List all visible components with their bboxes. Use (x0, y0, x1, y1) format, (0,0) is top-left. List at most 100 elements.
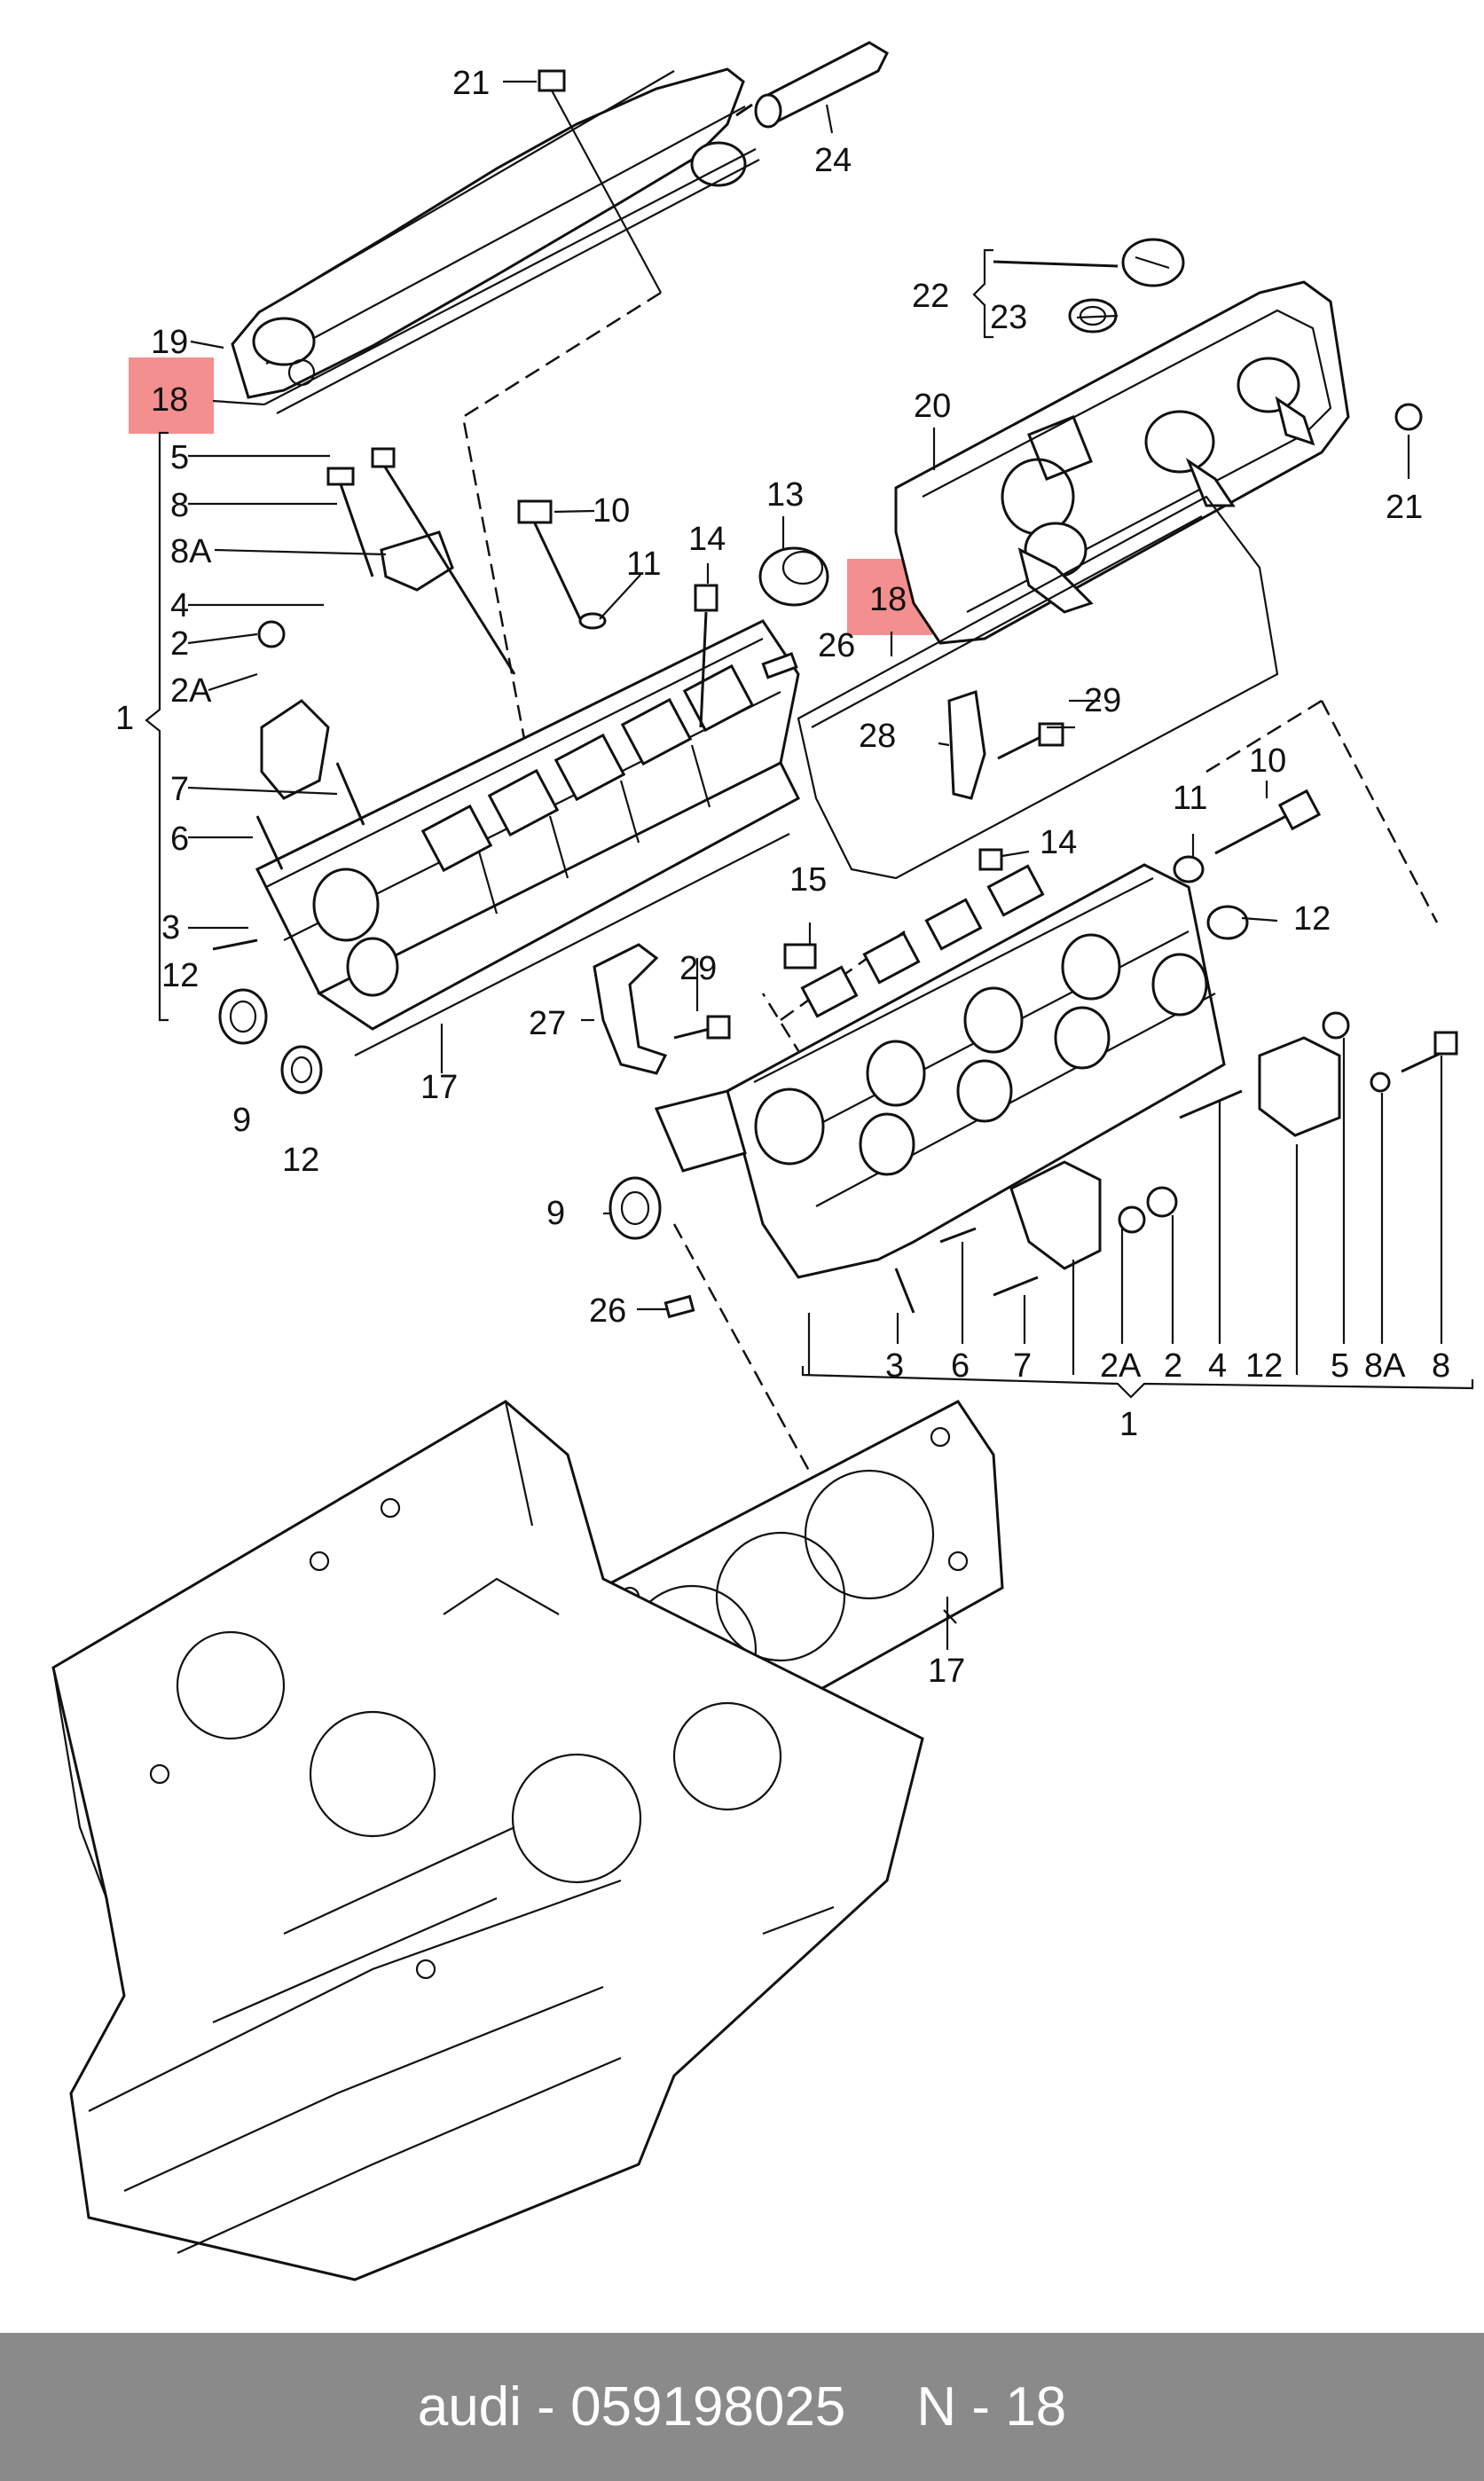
cylinder-head-right (654, 863, 1226, 1279)
nut-21-right (1394, 403, 1423, 431)
reference-number: 18 (1005, 2376, 1067, 2438)
plug-26-lower (663, 1294, 695, 1319)
label-12: 12 (161, 957, 199, 994)
label-18: 18 (869, 581, 907, 618)
label-5: 5 (170, 439, 189, 476)
label-13: 13 (766, 476, 804, 514)
cam-adjuster-13 (758, 546, 829, 607)
cylinder-head-cover-left (231, 67, 747, 399)
bolt-10-right (1214, 789, 1322, 855)
label-14: 14 (688, 521, 726, 558)
label-14: 14 (1040, 824, 1077, 861)
sensor-14-left (694, 584, 718, 612)
guide-line (672, 1223, 831, 1509)
washer-2A (1118, 1205, 1146, 1234)
label-24: 24 (814, 142, 852, 179)
seal-12-left (280, 1045, 323, 1095)
label-7: 7 (1013, 1347, 1032, 1385)
label-8A: 8A (1364, 1347, 1406, 1385)
highlight-18-left (129, 357, 214, 434)
label-18: 18 (151, 381, 188, 419)
label-3: 3 (161, 909, 180, 946)
label-12: 12 (1293, 900, 1331, 938)
washer-11-right (1173, 855, 1205, 883)
bearing-cap-right-1 (1009, 1160, 1102, 1270)
stud-6 (939, 1227, 977, 1244)
label-28: 28 (859, 718, 896, 755)
label-20: 20 (914, 388, 951, 425)
label-10: 10 (593, 492, 630, 530)
bolt-10-left (517, 499, 583, 622)
seal-12-right (1206, 905, 1249, 940)
label-21: 21 (452, 65, 490, 102)
exploded-parts-diagram: 21 24 19 18 5 8 8A 4 2 2A 1 7 6 3 12 9 1… (51, 41, 1474, 2281)
label-8: 8 (170, 487, 189, 524)
label-8A: 8A (170, 533, 212, 570)
part-number: 059198025 (570, 2376, 846, 2438)
washer-8A (1370, 1072, 1391, 1093)
label-7: 7 (170, 771, 189, 808)
label-2: 2 (1164, 1347, 1182, 1385)
washer-11-left (578, 612, 607, 630)
label-9: 9 (546, 1195, 565, 1232)
cover-gasket-right (797, 495, 1279, 880)
brand-name: audi (417, 2376, 522, 2438)
label-6: 6 (951, 1347, 970, 1385)
label-29: 29 (1084, 682, 1121, 719)
sensor-14-right (978, 848, 1003, 871)
label-17: 17 (928, 1653, 965, 1690)
label-26: 26 (818, 627, 855, 664)
nut-2 (1146, 1186, 1178, 1218)
reference-separator: - (971, 2376, 991, 2438)
breather-pipe-24 (735, 41, 889, 129)
stud-3 (894, 1268, 915, 1314)
caption-separator: - (537, 2376, 555, 2438)
label-1: 1 (115, 700, 134, 737)
label-21: 21 (1386, 489, 1423, 526)
label-4: 4 (170, 587, 189, 624)
label-2: 2 (170, 625, 189, 663)
label-3: 3 (885, 1347, 904, 1385)
label-29: 29 (679, 950, 717, 987)
oil-filler-cap-22 (993, 238, 1185, 287)
label-19: 19 (151, 324, 188, 361)
label-1: 1 (1119, 1406, 1138, 1443)
stud-7 (993, 1276, 1039, 1297)
guide-line (1320, 700, 1439, 923)
bearing-cap-right-2 (1258, 1036, 1341, 1137)
stud-4 (1179, 1089, 1243, 1119)
nut-5 (1322, 1011, 1350, 1040)
guide-line (461, 291, 662, 781)
label-12: 12 (282, 1142, 319, 1179)
cover-gasket-left (263, 148, 757, 405)
bracket-27 (593, 943, 668, 1075)
label-15: 15 (789, 861, 827, 899)
plug-15 (783, 943, 817, 970)
bracket-group-22 (972, 248, 993, 339)
label-12: 12 (1245, 1347, 1283, 1385)
label-26: 26 (589, 1292, 626, 1330)
gasket-17-left (354, 833, 790, 1056)
cylinder-head-cover-right (894, 280, 1350, 645)
label-11: 11 (1173, 780, 1207, 817)
plug-26-upper (761, 652, 798, 679)
bracket-group-1-left (145, 431, 169, 1022)
bracket-group-1-bottom (801, 1366, 1474, 1399)
seal-9-right (609, 1176, 662, 1240)
bolt-29-lower (673, 1027, 711, 1040)
bolt-21-top (538, 69, 662, 294)
label-8: 8 (1432, 1347, 1450, 1385)
seal-9-left (218, 988, 268, 1045)
label-9: 9 (232, 1102, 251, 1139)
part-caption-bar: audi - 059198025 N - 18 (0, 2333, 1484, 2481)
engine-block (51, 1400, 924, 2281)
leader-lines (187, 80, 1410, 1650)
label-10: 10 (1249, 742, 1286, 780)
label-23: 23 (990, 299, 1027, 336)
label-4: 4 (1208, 1347, 1227, 1385)
label-27: 27 (529, 1005, 566, 1042)
reference-prefix: N (916, 2376, 957, 2438)
label-5: 5 (1331, 1347, 1349, 1385)
label-22: 22 (912, 278, 949, 315)
label-6: 6 (170, 820, 189, 858)
